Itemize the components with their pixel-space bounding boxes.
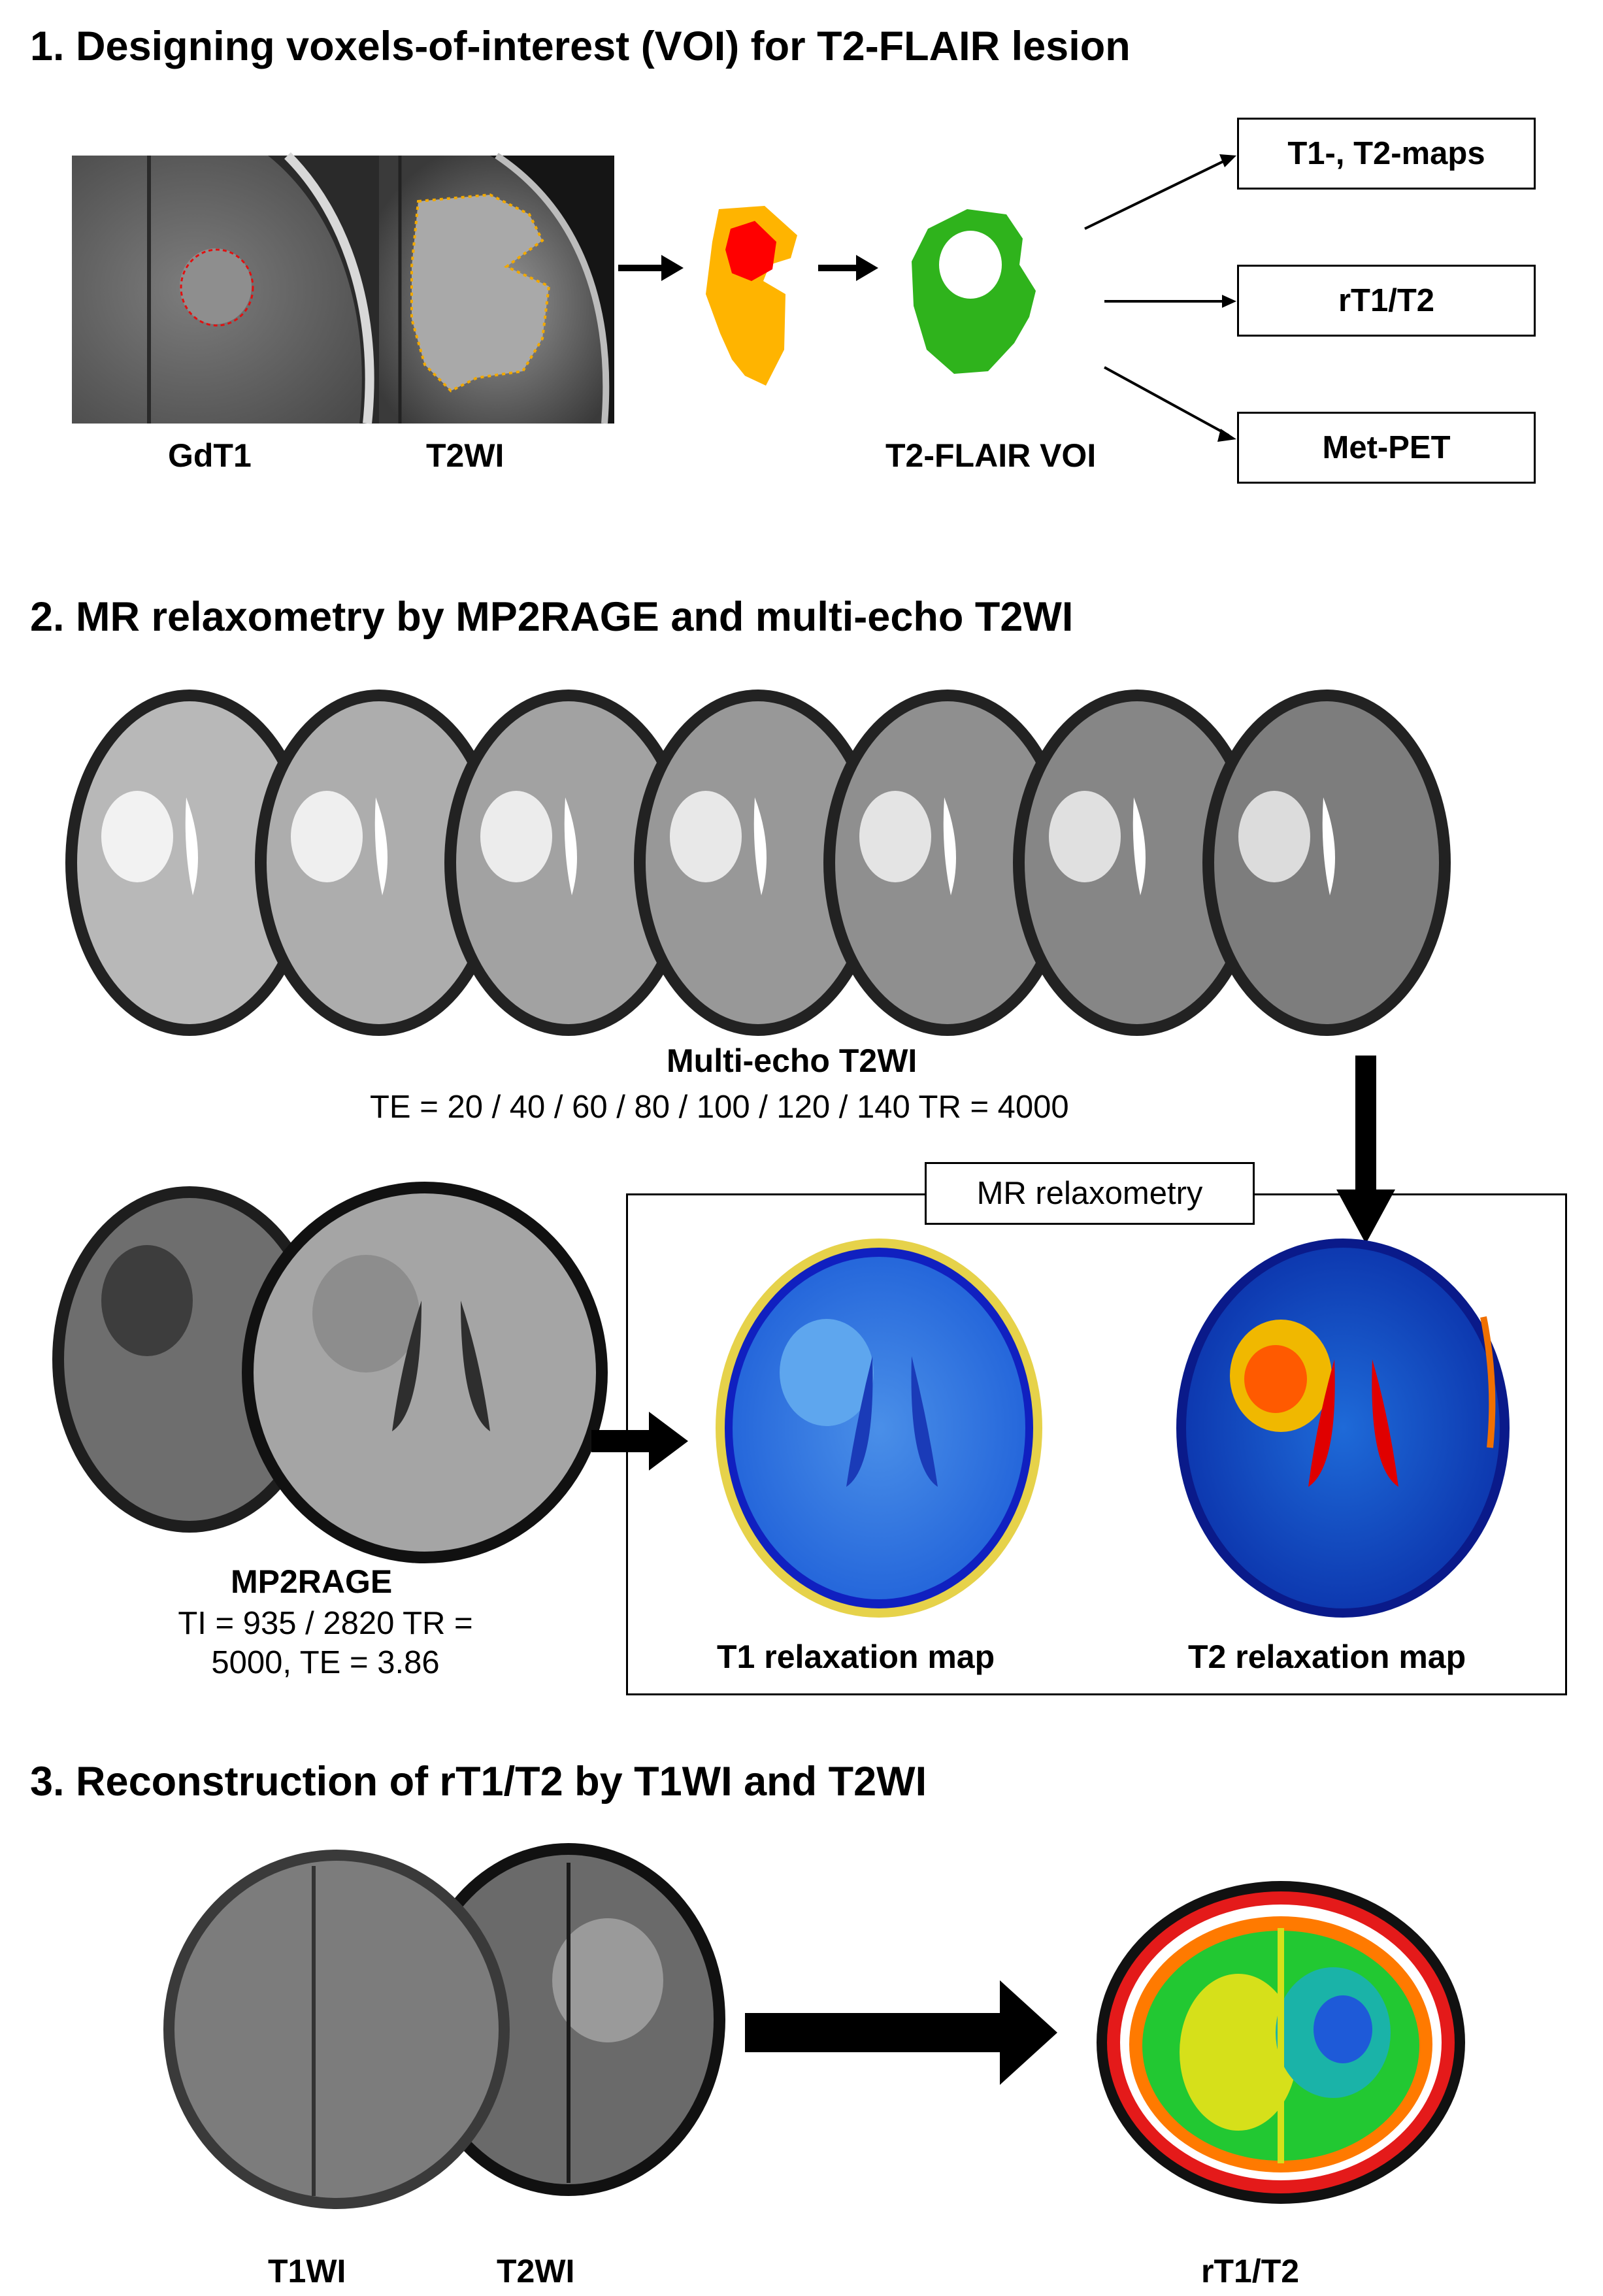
brain-slice-te100	[823, 690, 1072, 1036]
t1-map-label: T1 relaxation map	[717, 1639, 995, 1675]
brain-slice-te60	[444, 690, 693, 1036]
t2-map-label: T2 relaxation map	[1188, 1639, 1466, 1675]
relaxation-maps	[716, 1239, 1510, 1618]
t1-relaxation-map	[716, 1239, 1042, 1618]
multi-echo-title: Multi-echo T2WI	[667, 1042, 917, 1079]
rt1t2-map	[1097, 1881, 1465, 2204]
arrow-down-icon	[1336, 1056, 1395, 1244]
t2-relaxation-map	[1176, 1239, 1510, 1618]
t1wi-t2wi-images	[163, 1843, 725, 2209]
brain-slice-te140	[1202, 690, 1451, 1036]
output-box-rt1t2: rT1/T2	[1237, 265, 1536, 337]
multi-echo-t2wi-stack	[65, 690, 1451, 1036]
arrow-right-icon	[745, 1980, 1057, 2085]
section2-heading: 2. MR relaxometry by MP2RAGE and multi-e…	[30, 594, 1074, 640]
enhancing-lesion-outline	[180, 248, 254, 327]
mp2rage-images	[52, 1182, 608, 1563]
flair-lesion-outline	[410, 193, 551, 393]
t1wi-label: T1WI	[268, 2253, 346, 2289]
enhancing-core-red-shape	[725, 221, 776, 281]
brain-slice-te40	[255, 690, 503, 1036]
output-arrows	[1084, 154, 1236, 442]
output-box-met-pet: Met-PET	[1237, 412, 1536, 484]
output-box-maps: T1-, T2-maps	[1237, 118, 1536, 190]
t2wi-label-section3: T2WI	[497, 2253, 575, 2289]
multi-echo-params: TE = 20 / 40 / 60 / 80 / 100 / 120 / 140…	[370, 1090, 1069, 1125]
brain-slice-te20	[65, 690, 314, 1036]
gdt1-label: GdT1	[168, 437, 252, 474]
mp2rage-params-line2: 5000, TE = 3.86	[211, 1645, 440, 1680]
section1-heading: 1. Designing voxels-of-interest (VOI) fo…	[30, 24, 1131, 69]
arrow-right-icon	[591, 1412, 688, 1471]
brain-slice-te80	[634, 690, 882, 1036]
mp2rage-title: MP2RAGE	[231, 1563, 393, 1600]
mr-relaxometry-label: MR relaxometry	[925, 1162, 1255, 1225]
t2-flair-voi-label: T2-FLAIR VOI	[885, 437, 1097, 474]
brain-slice-te120	[1013, 690, 1261, 1036]
section3-heading: 3. Reconstruction of rT1/T2 by T1WI and …	[30, 1759, 927, 1805]
t2wi-label: T2WI	[426, 437, 504, 474]
gdt1-t2wi-mri-image	[72, 152, 614, 424]
voi-derivation-graphic	[618, 206, 1036, 386]
rt1t2-label: rT1/T2	[1201, 2253, 1300, 2289]
mp2rage-params-line1: TI = 935 / 2820 TR =	[178, 1606, 473, 1641]
